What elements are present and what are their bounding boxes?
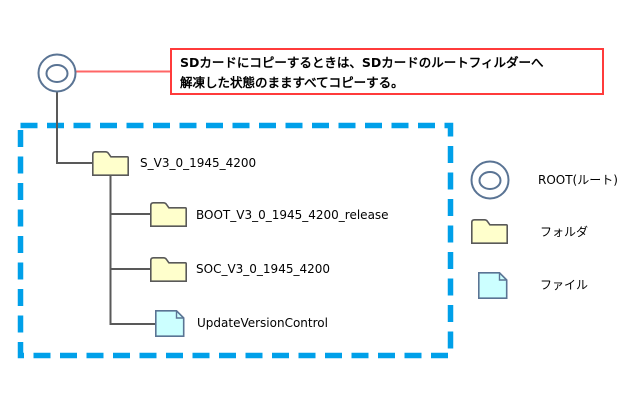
folder-icon — [92, 151, 129, 176]
callout-line-2: 解凍した状態のまますべてコピーする。 — [180, 75, 404, 90]
callout-note: SDカードにコピーするときは、SDカードのルートフィルダーへ 解凍した状態のまま… — [170, 48, 604, 95]
legend-label-folder: フォルダ — [540, 225, 589, 239]
tree-label-update-file: UpdateVersionControl — [197, 316, 328, 330]
tree-connector-lines — [56, 91, 156, 325]
root-icon — [37, 53, 77, 93]
file-icon — [478, 272, 508, 299]
callout-line-1: SDカードにコピーするときは、SDカードのルートフィルダーへ — [180, 55, 544, 70]
legend-label-file: ファイル — [540, 278, 589, 292]
legend-label-root: ROOT(ルート) — [538, 173, 618, 187]
sd-card-boundary-dashed-box — [17, 122, 454, 359]
tree-label-root-folder: S_V3_0_1945_4200 — [140, 156, 257, 170]
file-icon — [155, 310, 185, 337]
tree-label-soc-folder: SOC_V3_0_1945_4200 — [196, 262, 330, 276]
root-icon — [470, 160, 510, 200]
folder-icon — [150, 257, 187, 282]
tree-label-boot-folder: BOOT_V3_0_1945_4200_release — [196, 208, 389, 222]
folder-icon — [150, 202, 187, 227]
folder-icon — [471, 219, 508, 244]
